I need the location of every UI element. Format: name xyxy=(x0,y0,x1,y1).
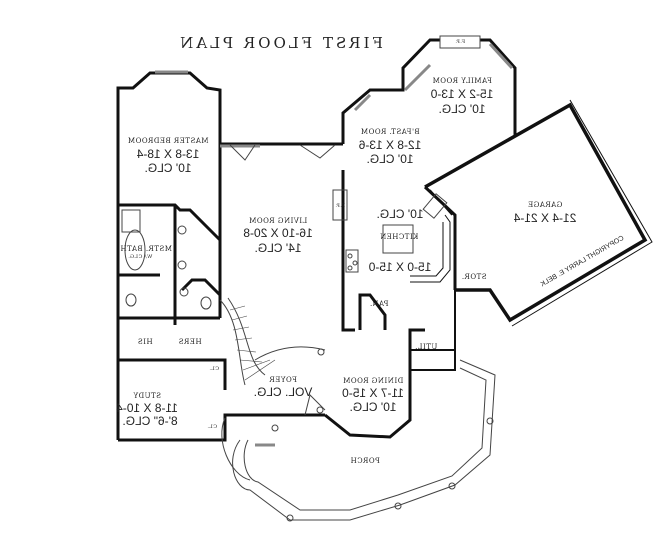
master-bedroom-label: MASTER BEDROOM xyxy=(127,137,209,145)
foyer-ceiling: VOL. CLG. xyxy=(253,385,313,399)
living-room-size: 16-10 X 20-8 xyxy=(243,226,313,240)
fireplace-label-family: F.P. xyxy=(454,39,466,45)
living-room-ceiling: 14' CLG. xyxy=(254,241,302,255)
bfast-room-size: 12-8 X 13-6 xyxy=(358,138,422,152)
kitchen-ceiling: 10' CLG. xyxy=(376,207,424,221)
family-room-ceiling: 10' CLG. xyxy=(438,102,486,116)
dining-room-ceiling: 10' CLG. xyxy=(349,400,397,414)
utility-label: UTIL. xyxy=(414,343,438,351)
stairs xyxy=(219,297,326,386)
kitchen-label: KITCHEN xyxy=(379,233,419,241)
closet-label-1: CL. xyxy=(208,366,220,372)
garage-label: GARAGE xyxy=(527,201,563,209)
study-label: STUDY xyxy=(132,392,162,400)
master-bedroom-ceiling: 10' CLG. xyxy=(144,161,192,175)
dining-walls xyxy=(324,293,425,439)
bfast-family-walls xyxy=(341,38,517,144)
stove xyxy=(345,249,359,273)
closet-label-2: CL. xyxy=(206,424,218,430)
foyer-label: FOYER xyxy=(268,376,298,384)
pantry-label: PAN. xyxy=(369,300,389,308)
master-bath-label: MSTR. BATH xyxy=(120,245,172,253)
fireplace-label-living: F.P. xyxy=(334,203,346,209)
dining-room-size: 11-7 X 15-0 xyxy=(342,386,404,400)
kitchen-sink xyxy=(422,193,448,219)
hers-closet-label: HERS xyxy=(178,338,202,346)
master-bath-ceiling: W/ CLG. xyxy=(127,254,153,260)
fireplace-living xyxy=(332,189,348,221)
kitchen-island xyxy=(382,224,414,254)
his-closet-label: HIS xyxy=(137,338,153,346)
family-room-size: 15-2 X 13-0 xyxy=(430,87,494,101)
garage-walls xyxy=(424,102,648,323)
study-size: 11-8 X 10-4 xyxy=(116,401,178,415)
master-bedroom-size: 13-8 X 18-4 xyxy=(136,147,200,161)
plan-title: FIRST FLOOR PLAN xyxy=(177,34,383,52)
dining-room-label: DINING ROOM xyxy=(342,377,404,385)
interior-walls xyxy=(118,203,222,325)
family-room-label: FAMILY ROOM xyxy=(432,77,492,85)
study-ceiling: 8'-6" CLG. xyxy=(122,414,178,428)
fireplace-family xyxy=(439,35,481,49)
bathtub xyxy=(124,229,146,271)
storage-label: STOR. xyxy=(461,273,487,281)
bfast-room-ceiling: 10' CLG. xyxy=(366,152,414,166)
kitchen-size: 15-0 X 15-0 xyxy=(368,260,432,274)
living-room-label: LIVING ROOM xyxy=(248,217,308,225)
garage-size: 21-4 X 21-4 xyxy=(513,211,577,225)
bfast-room-label: B'FAST. ROOM xyxy=(360,128,420,136)
porch-label: PORCH xyxy=(350,457,380,465)
